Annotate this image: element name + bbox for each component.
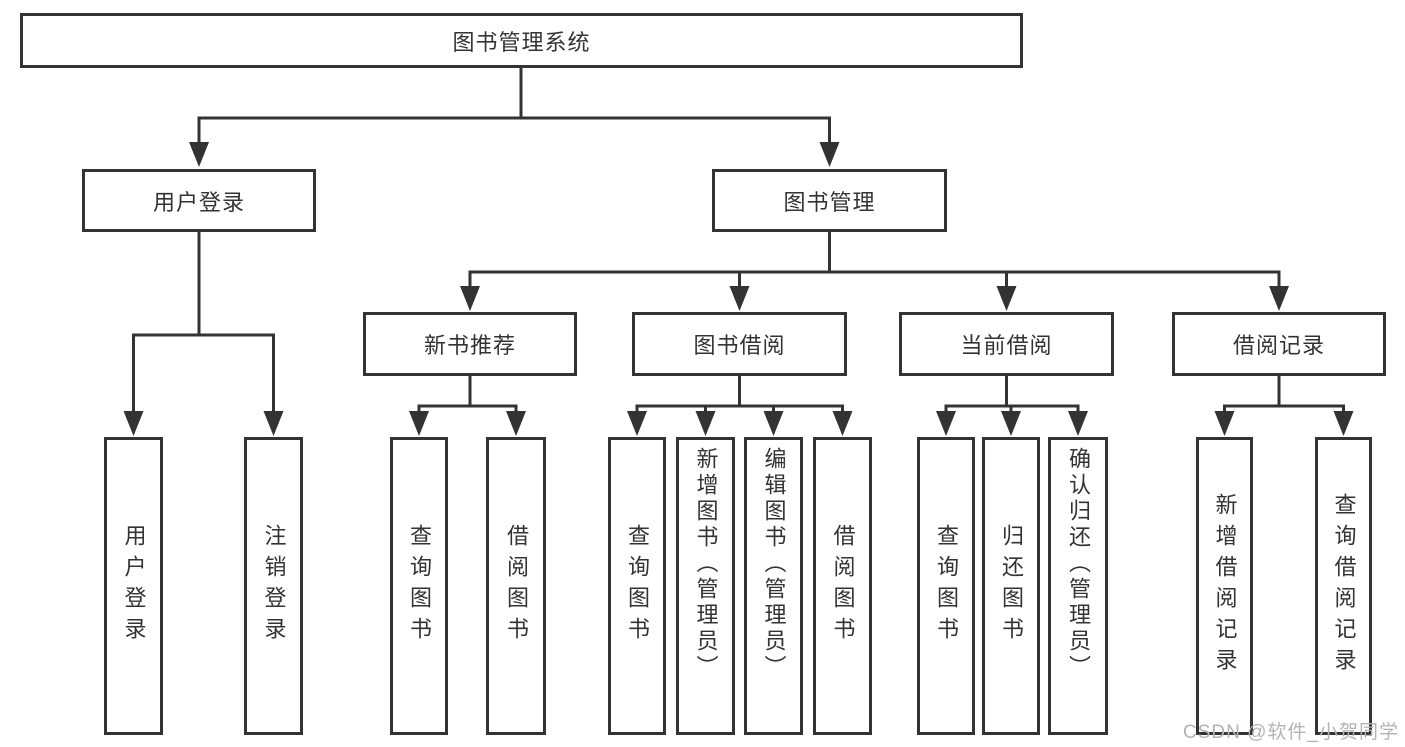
node-book-management: 图书管理: [712, 169, 947, 232]
node-label: 注销登录: [261, 524, 287, 648]
node-label: 确认归还（管理员）: [1066, 447, 1091, 681]
node-new-book-recommend: 新书推荐: [363, 312, 577, 376]
leaf-borrow-add-books-admin: 新增图书（管理员）: [676, 437, 735, 735]
node-label: 归还图书: [999, 524, 1024, 648]
node-label: 借阅记录: [1232, 333, 1325, 358]
node-label: 用户登录: [121, 524, 147, 648]
node-borrow-records: 借阅记录: [1172, 312, 1386, 376]
node-library-management-system: 图书管理系统: [20, 13, 1023, 68]
node-label: 查询图书: [625, 524, 650, 648]
node-label: 新增图书（管理员）: [693, 447, 719, 681]
leaf-recommend-borrow-books: 借阅图书: [486, 437, 546, 735]
node-label: 用户登录: [152, 189, 245, 215]
node-label: 图书管理系统: [452, 29, 591, 55]
node-label: 图书借阅: [693, 333, 786, 358]
node-label: 借阅图书: [830, 524, 856, 648]
leaf-recommend-query-books: 查询图书: [390, 437, 448, 735]
node-book-borrow: 图书借阅: [632, 312, 847, 376]
node-user-login: 用户登录: [82, 169, 316, 232]
node-label: 借阅图书: [504, 524, 529, 648]
node-current-borrow: 当前借阅: [899, 312, 1114, 376]
node-label: 查询图书: [934, 524, 959, 648]
node-label: 查询图书: [407, 524, 432, 648]
leaf-current-return-books: 归还图书: [982, 437, 1040, 735]
leaf-current-query-books: 查询图书: [917, 437, 975, 735]
node-label: 图书管理: [783, 189, 876, 215]
leaf-current-confirm-return-admin: 确认归还（管理员）: [1048, 437, 1108, 735]
node-label: 查询借阅记录: [1331, 493, 1357, 679]
leaf-records-add-record: 新增借阅记录: [1196, 437, 1253, 735]
leaf-borrow-edit-books-admin: 编辑图书（管理员）: [744, 437, 803, 735]
node-label: 当前借阅: [960, 333, 1053, 358]
leaf-records-query-record: 查询借阅记录: [1315, 437, 1372, 735]
leaf-borrow-query-books: 查询图书: [608, 437, 666, 735]
leaf-logout: 注销登录: [244, 437, 303, 735]
node-label: 新书推荐: [423, 333, 516, 358]
node-label: 编辑图书（管理员）: [761, 447, 787, 681]
node-label: 新增借阅记录: [1212, 493, 1238, 679]
csdn-watermark: CSDN @软件_小贺同学: [1183, 722, 1399, 743]
leaf-user-login: 用户登录: [104, 437, 163, 735]
leaf-borrow-borrow-books: 借阅图书: [813, 437, 872, 735]
